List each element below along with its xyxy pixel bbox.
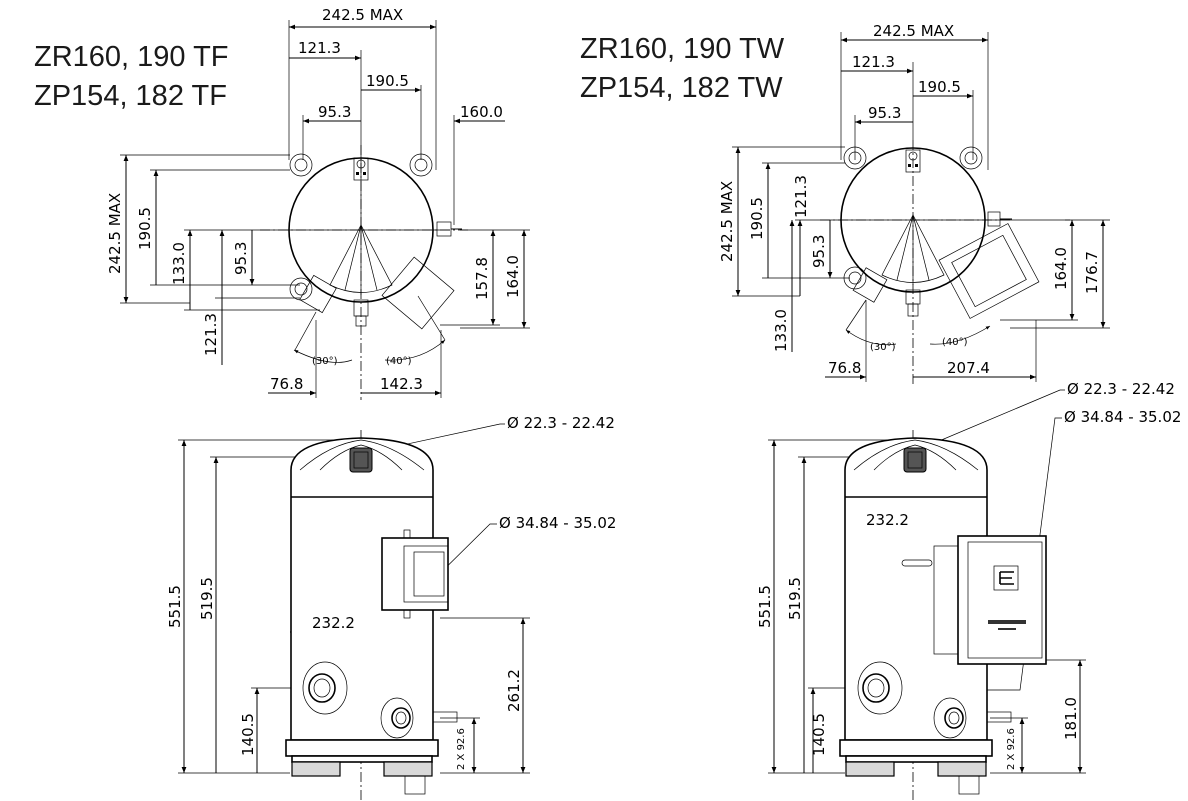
- tr-v164-0: 164.0: [1052, 247, 1070, 290]
- tl-width-max: 242.5 MAX: [322, 6, 403, 24]
- bl-519-5: 519.5: [198, 577, 216, 620]
- br-suction-dia: Ø 22.3 - 22.42: [1067, 380, 1175, 398]
- bottom-left-side-view: Ø 22.3 - 22.42 Ø 34.84 - 35.02 551.5 519…: [166, 414, 616, 800]
- tr-angle30: (30°): [870, 342, 896, 353]
- bl-suction-dia: Ø 22.3 - 22.42: [507, 414, 615, 432]
- tl-160-0: 160.0: [460, 103, 503, 121]
- tr-121-3: 121.3: [852, 53, 895, 71]
- tl-v133-0: 133.0: [170, 242, 188, 285]
- br-discharge-dia: Ø 34.84 - 35.02: [1064, 408, 1181, 426]
- title-right-line2: ZP154, 182 TW: [580, 72, 783, 104]
- br-551-5: 551.5: [756, 585, 774, 628]
- bl-232-2: 232.2: [312, 614, 355, 632]
- tl-v95-3: 95.3: [232, 242, 250, 275]
- tr-v176-7: 176.7: [1083, 251, 1101, 294]
- br-feet: 2 X 92.6: [1006, 728, 1017, 770]
- br-140-5: 140.5: [810, 713, 828, 756]
- bl-discharge-dia: Ø 34.84 - 35.02: [499, 514, 616, 532]
- tl-76-8: 76.8: [270, 375, 303, 393]
- tr-76-8: 76.8: [828, 359, 861, 377]
- tl-angle30: (30°): [312, 356, 338, 367]
- bl-551-5: 551.5: [166, 585, 184, 628]
- br-181-0: 181.0: [1062, 697, 1080, 740]
- tl-142-3: 142.3: [380, 375, 423, 393]
- tr-207-4: 207.4: [947, 359, 990, 377]
- tr-width-max: 242.5 MAX: [873, 22, 954, 40]
- br-232-2: 232.2: [866, 511, 909, 529]
- bl-feet: 2 X 92.6: [456, 728, 467, 770]
- tr-v242-5: 242.5 MAX: [718, 181, 736, 262]
- tr-95-3: 95.3: [868, 104, 901, 122]
- top-right-plan-view: 242.5 MAX 121.3 190.5 95.3 242.5 MAX 190…: [718, 22, 1110, 385]
- tl-190-5: 190.5: [366, 72, 409, 90]
- title-right-line1: ZR160, 190 TW: [580, 33, 785, 65]
- top-left-plan-view: 242.5 MAX 121.3 190.5 95.3 160.0 242.5 M…: [106, 6, 530, 400]
- tl-121-3: 121.3: [298, 39, 341, 57]
- tr-190-5: 190.5: [918, 78, 961, 96]
- tl-angle40: (40°): [386, 356, 412, 367]
- br-519-5: 519.5: [786, 577, 804, 620]
- tl-v190-5: 190.5: [136, 207, 154, 250]
- bl-140-5: 140.5: [239, 713, 257, 756]
- tr-angle40: (40°): [942, 337, 968, 348]
- tr-v133-0: 133.0: [772, 309, 790, 352]
- tr-v95-3: 95.3: [810, 235, 828, 268]
- tl-v164-0: 164.0: [504, 255, 522, 298]
- bottom-right-side-view: Ø 22.3 - 22.42 Ø 34.84 - 35.02 551.5 519…: [756, 380, 1181, 800]
- tl-v121-3: 121.3: [202, 313, 220, 356]
- bl-261-2: 261.2: [505, 669, 523, 712]
- title-left-line2: ZP154, 182 TF: [34, 80, 227, 112]
- tl-95-3: 95.3: [318, 103, 351, 121]
- tr-v190-5: 190.5: [748, 197, 766, 240]
- tl-v157-8: 157.8: [473, 257, 491, 300]
- tl-v242-5: 242.5 MAX: [106, 193, 124, 274]
- title-left-line1: ZR160, 190 TF: [34, 41, 229, 73]
- tr-v121-3: 121.3: [792, 175, 810, 218]
